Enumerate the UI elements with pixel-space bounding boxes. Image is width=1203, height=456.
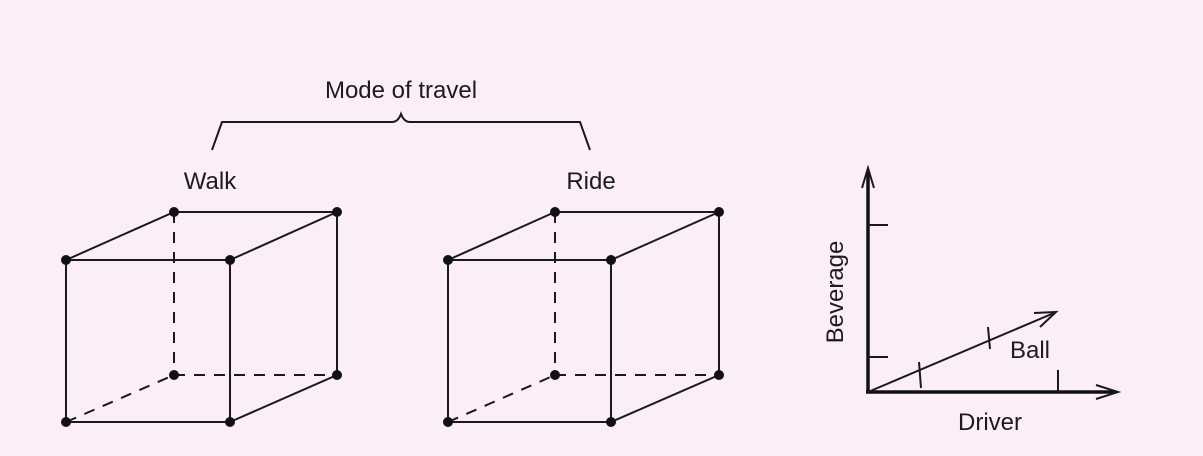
vertex-point bbox=[443, 255, 453, 265]
vertex-point bbox=[606, 417, 616, 427]
vertex-point bbox=[550, 370, 560, 380]
diagonal-tick bbox=[918, 361, 922, 389]
diagonal-tick bbox=[987, 326, 991, 350]
walk-cube bbox=[61, 207, 342, 427]
ball-axis-label: Ball bbox=[1010, 337, 1050, 364]
vertex-point bbox=[225, 417, 235, 427]
y-axis-arrowhead bbox=[861, 164, 875, 189]
vertex-point bbox=[225, 255, 235, 265]
vertex-point bbox=[61, 417, 71, 427]
diagonal-axis bbox=[867, 312, 1055, 393]
vertex-point bbox=[332, 207, 342, 217]
vertex-point bbox=[61, 255, 71, 265]
ride-label: Ride bbox=[566, 168, 615, 195]
vertex-point bbox=[550, 207, 560, 217]
diagonal-axis-arrowhead bbox=[1033, 310, 1059, 328]
vertex-point bbox=[714, 370, 724, 380]
ride-cube bbox=[443, 207, 724, 427]
vertex-point bbox=[332, 370, 342, 380]
beverage-axis-label: Beverage bbox=[822, 241, 849, 344]
vertex-point bbox=[606, 255, 616, 265]
mode-of-travel-title: Mode of travel bbox=[325, 77, 477, 104]
vertex-point bbox=[443, 417, 453, 427]
driver-axis-label: Driver bbox=[958, 409, 1022, 436]
axes-diagram: Beverage Driver Ball bbox=[822, 164, 1122, 436]
x-axis-arrowhead bbox=[1095, 384, 1122, 400]
vertex-point bbox=[169, 207, 179, 217]
walk-label: Walk bbox=[184, 168, 237, 195]
vertex-point bbox=[714, 207, 724, 217]
group-bracket bbox=[211, 111, 591, 151]
vertex-point bbox=[169, 370, 179, 380]
